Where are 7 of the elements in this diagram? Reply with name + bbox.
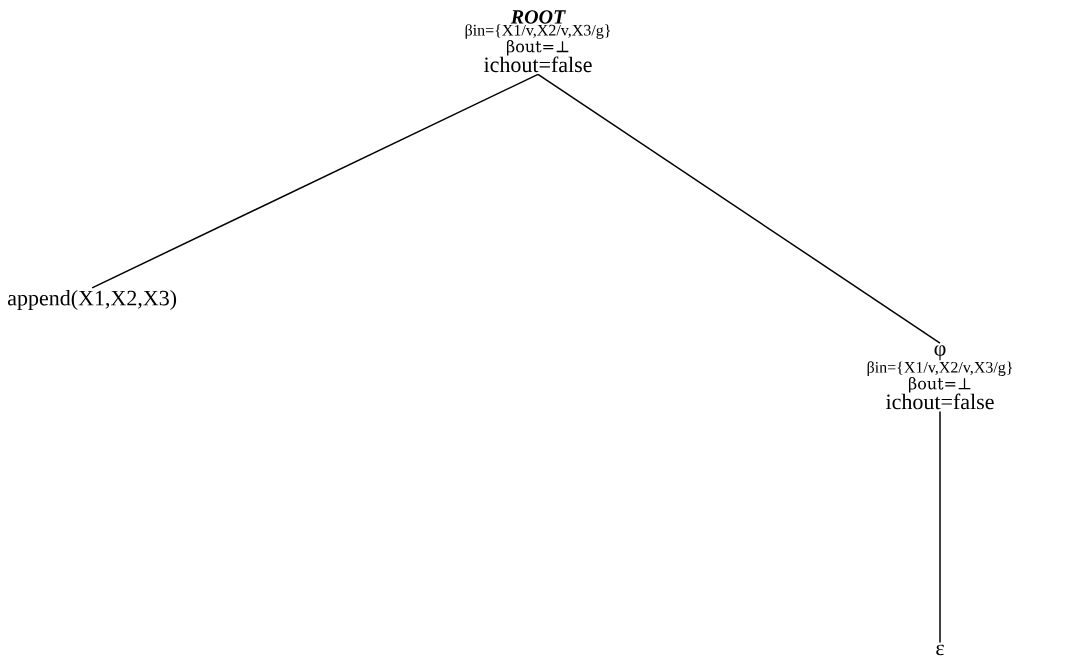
node-label: φ βin={X1/v,X2/v,X3/g} βout=⊥ ichout=false: [867, 345, 1012, 410]
tree-edge: [939, 410, 941, 644]
node-label: ε: [936, 644, 944, 656]
node-label: append(X1,X2,X3): [7, 290, 177, 310]
tree-edge: [91, 73, 539, 289]
node-label: ROOT βin={X1/v,X2/v,X3/g} βout=⊥ ichout=false: [465, 10, 610, 73]
tree-edge: [537, 73, 941, 344]
